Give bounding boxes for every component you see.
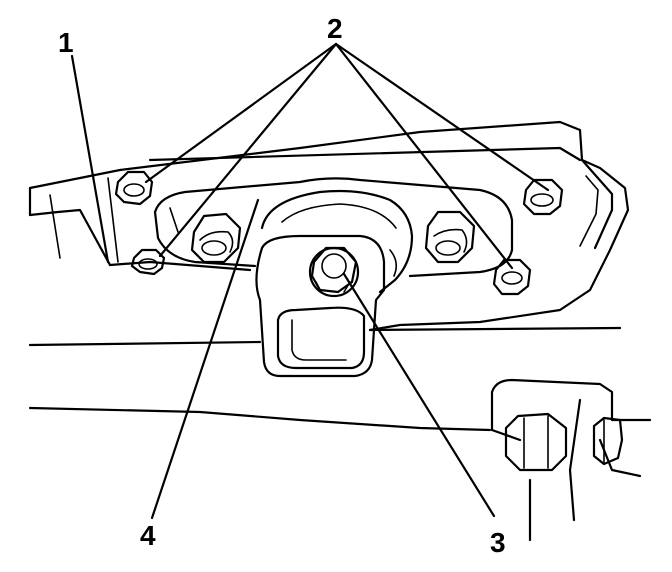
- large-nut-right: [424, 210, 476, 264]
- leader-4: [150, 198, 260, 520]
- small-bolt-bottom-left: [130, 248, 166, 276]
- callout-3: 3: [490, 527, 506, 558]
- large-nut-left: [190, 212, 242, 264]
- callout-4: 4: [140, 520, 156, 551]
- small-bolt-top-left: [114, 170, 154, 206]
- center-nut: [308, 246, 360, 298]
- side-bracket: [490, 378, 652, 542]
- small-bolt-top-right: [522, 178, 564, 216]
- leader-1: [70, 54, 110, 264]
- callout-1: 1: [58, 27, 74, 58]
- frame-rail: [28, 120, 630, 432]
- leader-2b: [158, 42, 338, 258]
- leader-2d: [334, 42, 514, 270]
- callout-2: 2: [327, 13, 343, 44]
- small-bolt-bottom-right: [492, 258, 532, 296]
- leader-3: [342, 272, 496, 518]
- side-nut-small: [592, 416, 624, 466]
- hanger-bracket: [255, 234, 386, 378]
- side-nut-large: [504, 412, 568, 472]
- leader-lines: [70, 42, 550, 520]
- leader-2c: [334, 42, 550, 192]
- isolator-dome: [260, 189, 414, 294]
- leader-2a: [144, 42, 338, 184]
